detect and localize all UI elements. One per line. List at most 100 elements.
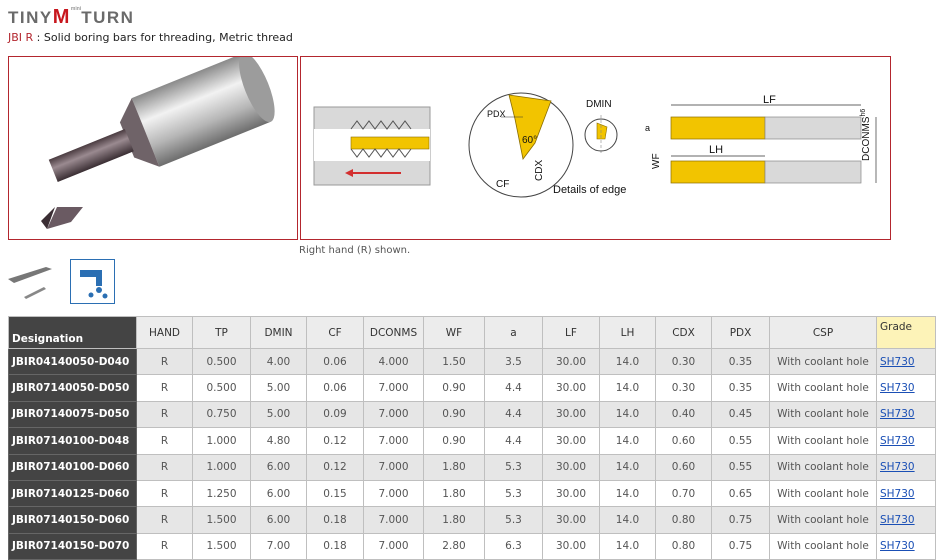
table-cell: 0.65 [711,479,770,508]
table-cell: R [136,347,193,376]
svg-text:a: a [645,123,650,133]
table-cell: With coolant hole [769,506,877,534]
designation-cell: JBIR07140125-D060 [8,479,137,508]
table-cell: With coolant hole [769,400,877,429]
grade-cell: SH730 [876,347,936,376]
table-cell: 30.00 [542,506,600,534]
table-cell: 0.09 [306,400,364,429]
table-cell: 7.000 [363,479,424,508]
table-cell: 6.3 [484,532,543,560]
table-cell: 0.90 [423,374,485,402]
grade-link[interactable]: SH730 [880,461,915,474]
table-cell: R [136,400,193,429]
designation-cell: JBIR04140050-D040 [8,347,137,376]
grade-cell: SH730 [876,400,936,429]
table-cell: 0.90 [423,400,485,429]
table-cell: 30.00 [542,374,600,402]
table-cell: 4.80 [250,427,307,455]
table-cell: 5.3 [484,453,543,481]
edge-detail-diagram: PDX 60° CDX CF Details of edge [468,92,626,198]
table-cell: With coolant hole [769,532,877,560]
table-cell: 1.80 [423,506,485,534]
table-cell: 0.35 [711,374,770,402]
table-cell: 14.0 [599,453,656,481]
product-photo [8,52,298,240]
table-cell: 0.30 [655,347,712,376]
table-cell: With coolant hole [769,479,877,508]
table-cell: 1.80 [423,453,485,481]
table-cell: 0.06 [306,347,364,376]
table-cell: 3.5 [484,347,543,376]
svg-text:Details of edge: Details of edge [553,184,626,196]
table-header-row: Designation HAND TP DMIN CF DCONMS WF a … [8,316,936,349]
table-cell: R [136,374,193,402]
table-cell: 0.75 [711,506,770,534]
table-cell: 0.75 [711,532,770,560]
table-cell: 4.000 [363,347,424,376]
column-header: CDX [655,316,712,349]
table-cell: 30.00 [542,400,600,429]
specification-table: Designation HAND TP DMIN CF DCONMS WF a … [8,316,936,560]
side-view-diagram: LF LH a WF DCONMSh6 [645,94,877,184]
svg-text:CDX: CDX [534,160,545,181]
product-thumbnail[interactable] [6,257,54,299]
table-cell: 0.06 [306,374,364,402]
table-cell: 14.0 [599,347,656,376]
grade-link[interactable]: SH730 [880,355,915,368]
table-cell: 6.00 [250,479,307,508]
column-header: TP [192,316,251,349]
table-cell: 0.35 [711,347,770,376]
grade-link[interactable]: SH730 [880,408,915,421]
table-cell: 4.4 [484,374,543,402]
grade-link[interactable]: SH730 [880,382,915,395]
grade-link[interactable]: SH730 [880,434,915,447]
table-cell: 0.12 [306,453,364,481]
table-cell: 30.00 [542,479,600,508]
grade-cell: SH730 [876,532,936,560]
table-cell: 30.00 [542,347,600,376]
table-cell: 6.00 [250,453,307,481]
table-cell: 0.80 [655,532,712,560]
table-cell: 6.00 [250,506,307,534]
table-cell: 14.0 [599,400,656,429]
table-cell: 7.000 [363,532,424,560]
designation-cell: JBIR07140100-D060 [8,453,137,481]
grade-link[interactable]: SH730 [880,514,915,527]
grade-link[interactable]: SH730 [880,487,915,500]
column-header: CF [306,316,364,349]
table-cell: 1.000 [192,453,251,481]
table-cell: 5.00 [250,400,307,429]
table-cell: 1.250 [192,479,251,508]
table-cell: 7.000 [363,453,424,481]
table-cell: 0.60 [655,427,712,455]
table-cell: R [136,479,193,508]
designation-cell: JBIR07140150-D060 [8,506,137,534]
table-cell: 0.45 [711,400,770,429]
column-header: PDX [711,316,770,349]
table-cell: 0.30 [655,374,712,402]
table-cell: With coolant hole [769,427,877,455]
table-cell: 0.60 [655,453,712,481]
column-header: a [484,316,543,349]
column-header: CSP [769,316,877,349]
table-cell: 7.000 [363,506,424,534]
table-cell: 0.90 [423,427,485,455]
grade-cell: SH730 [876,506,936,534]
table-cell: 1.50 [423,347,485,376]
table-cell: R [136,506,193,534]
brand-logo: TINYMminiTURN [8,6,135,28]
table-cell: 1.500 [192,506,251,534]
table-cell: 7.000 [363,374,424,402]
designation-cell: JBIR07140050-D050 [8,374,137,402]
table-cell: 7.00 [250,532,307,560]
grade-link[interactable]: SH730 [880,540,915,553]
designation-cell: JBIR07140100-D048 [8,427,137,455]
table-cell: 2.80 [423,532,485,560]
thread-section-diagram [313,106,431,186]
table-cell: 14.0 [599,532,656,560]
table-cell: 0.70 [655,479,712,508]
grade-cell: SH730 [876,453,936,481]
